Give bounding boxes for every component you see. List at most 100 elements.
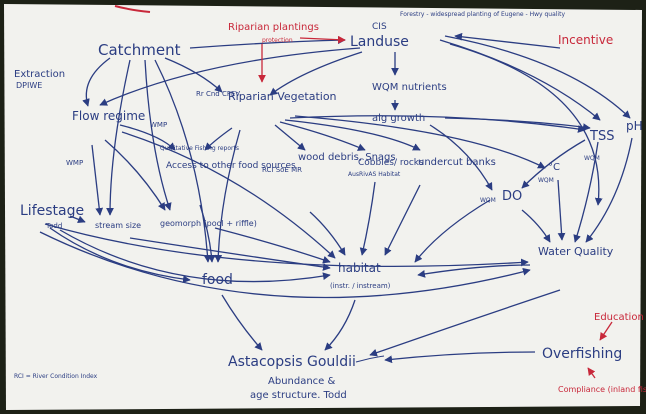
- label-age-structure: age structure. Todd: [250, 390, 347, 401]
- node-overfishing: Overfishing: [542, 346, 622, 362]
- label-habitat-sub: (instr. / instream): [330, 282, 391, 290]
- node-alg-growth: alg growth: [372, 113, 425, 124]
- astacopsis-underline: [355, 355, 385, 363]
- edge-landuse-wq: [449, 43, 603, 206]
- edge-lifestage-food: [49, 227, 191, 283]
- edge-wq-habitat: [417, 264, 531, 278]
- node-do: DO: [502, 189, 522, 204]
- label-abundance: Abundance &: [268, 376, 336, 387]
- node-ph: pH: [626, 119, 643, 133]
- label-riparian-plantings: Riparian plantings: [228, 22, 319, 33]
- edge-landuse-flow: [99, 47, 361, 106]
- label-wqm-temp: WQM: [538, 177, 554, 184]
- edge-alg-do: [429, 124, 493, 191]
- node-temp: °C: [548, 162, 560, 173]
- label-wmp-left: WMP: [66, 159, 83, 167]
- edge-education-overfishing: [599, 321, 613, 341]
- edge-landuse-ph: [444, 35, 631, 119]
- edge-catchment-streamsize: [106, 59, 131, 216]
- node-catchment: Catchment: [98, 41, 181, 59]
- label-wqm-do: WQM: [480, 197, 496, 204]
- red-arrows: [258, 35, 613, 379]
- node-flow-regime: Flow regime: [72, 109, 145, 123]
- edge-flow-access: [119, 124, 176, 151]
- edge-catchment-riparian: [164, 57, 223, 93]
- edge-flow-geomorph: [104, 139, 166, 211]
- edge-food-astacopsis: [221, 294, 263, 351]
- node-habitat: habitat: [338, 261, 381, 275]
- label-todd: Todd: [45, 222, 62, 230]
- edge-wq-astacopsis: [369, 289, 561, 357]
- edge-landuse-riparian: [269, 51, 363, 96]
- node-geomorph: geomorph (pool + riffle): [160, 219, 257, 228]
- edge-flow-habitat: [121, 131, 336, 259]
- edge-tss-do: [521, 139, 586, 189]
- edge-cobbles-habitat: [359, 181, 376, 256]
- node-stream-size: stream size: [95, 221, 141, 230]
- node-landuse: Landuse: [350, 34, 409, 50]
- labels-blue: Catchment Landuse CIS Forestry - widespr…: [14, 11, 643, 401]
- edge-wood-habitat: [309, 211, 346, 256]
- label-compliance: Compliance (inland fishing): [558, 385, 646, 394]
- node-tss: TSS: [589, 129, 614, 144]
- label-dpiwe: DPIWE: [16, 81, 42, 90]
- edge-catchment-geomorph: [144, 59, 172, 211]
- node-cobbles: Cobbles/ rocks: [358, 158, 424, 168]
- label-ausriv: AusRivAS Habitat: [348, 171, 401, 178]
- node-wood-debris: wood debris, Snags: [298, 152, 396, 163]
- label-rci-soe-mr: RCI SoE MR: [262, 166, 302, 174]
- edge-ph-wq: [585, 137, 633, 243]
- edge-incentive-landuse: [454, 32, 561, 49]
- blue-arrows: [39, 32, 633, 364]
- label-cis: CIS: [372, 22, 387, 32]
- node-access-food: Access to other food sources: [166, 161, 296, 171]
- edge-catchment-food: [154, 59, 212, 263]
- edge-riparian-wood: [274, 124, 306, 151]
- label-rci-cfev: Rr Cnd CFEV: [196, 90, 240, 98]
- edge-tss-wq: [573, 141, 599, 243]
- edge-riparian-temp: [294, 115, 546, 169]
- edge-catchment-landuse: [189, 36, 346, 49]
- label-qualitative: Qualitative Fishing reports: [160, 145, 239, 152]
- edge-riparian-food: [214, 129, 241, 263]
- edge-habitat-astacopsis: [324, 299, 356, 351]
- edge-lifestage-habitat: [59, 229, 331, 283]
- edge-do-habitat: [414, 199, 491, 263]
- node-astacopsis: Astacopsis Gouldii: [228, 354, 356, 370]
- edge-lifestage-wq-upper: [44, 223, 529, 268]
- node-food: food: [202, 272, 233, 288]
- edge-lifestage-wq: [39, 231, 531, 299]
- edge-riparian-tss: [289, 115, 586, 133]
- edge-catchment-flow: [82, 57, 111, 107]
- label-education: Education: [594, 312, 644, 323]
- node-water-quality: Water Quality: [538, 245, 614, 258]
- legend-rci: RCI = River Condition Index: [14, 373, 98, 380]
- node-nutrients: WQM nutrients: [372, 82, 447, 93]
- edge-riparian-undercut: [284, 119, 421, 151]
- edge-riparian-plantings-landuse: [299, 35, 346, 44]
- edge-undercut-habitat: [384, 184, 421, 256]
- edge-riparian-cobbles: [279, 121, 366, 151]
- node-undercut: undercut banks: [418, 157, 496, 168]
- label-wmp: WMP: [150, 121, 167, 129]
- node-lifestage: Lifestage: [20, 203, 84, 219]
- label-riparian-protection: protection: [262, 37, 293, 44]
- edge-lifestage-streamsize: [69, 215, 86, 224]
- edge-flow-streamsize: [91, 144, 104, 216]
- node-riparian-vegetation: Riparian Vegetation: [228, 90, 337, 103]
- edge-do-wq: [521, 209, 551, 243]
- label-wqm-tss: WQM: [584, 155, 600, 162]
- label-incentive: Incentive: [558, 33, 613, 47]
- edge-temp-wq: [557, 179, 566, 241]
- board-surface: [4, 4, 642, 410]
- edge-access-food: [199, 204, 216, 263]
- top-red-scribble: [114, 5, 151, 13]
- edge-compliance-overfishing: [587, 367, 596, 379]
- edge-geomorph-habitat: [214, 227, 331, 264]
- edge-riparian-access: [204, 127, 233, 151]
- edge-overfishing-astacopsis: [384, 351, 536, 364]
- node-extraction: Extraction: [14, 69, 65, 80]
- label-forestry: Forestry - widespread planting of Eugene…: [400, 11, 565, 18]
- labels-red: Riparian plantings protection Incentive …: [228, 22, 646, 394]
